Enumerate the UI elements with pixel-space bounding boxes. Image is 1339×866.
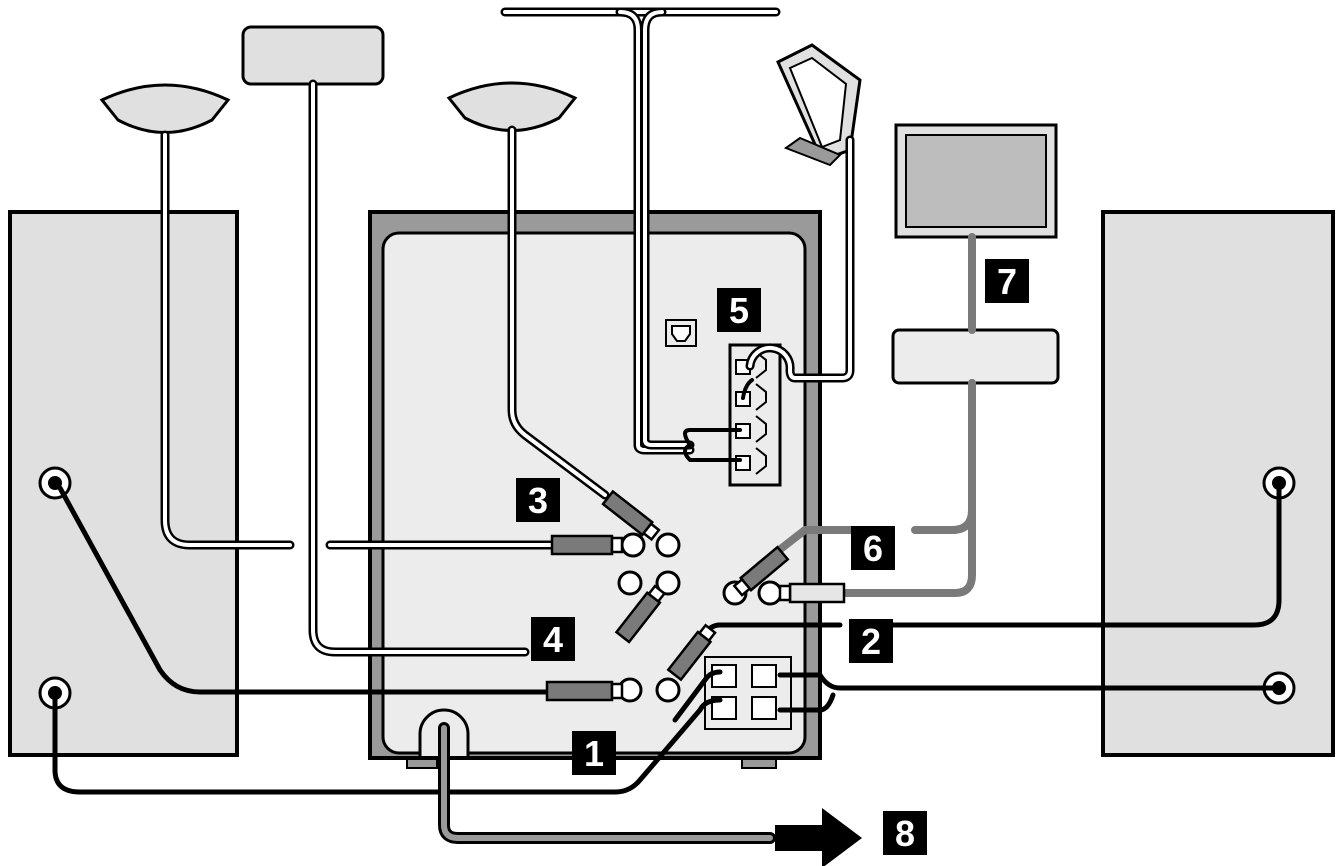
step-badge-8-label: 8 [895, 813, 915, 854]
am-loop-antenna-icon [776, 43, 862, 167]
step-badge-2-label: 2 [861, 621, 881, 662]
step-badge-4: 4 [531, 617, 575, 661]
rca-plug [550, 534, 624, 556]
unit-speaker-terminals [704, 656, 792, 730]
step-badge-1: 1 [572, 731, 616, 775]
step-badge-7: 7 [985, 259, 1029, 303]
step-badge-8: 8 [883, 811, 927, 855]
rca-jack [655, 570, 681, 596]
surround-left-speaker [99, 83, 231, 134]
external-video-device [891, 328, 1060, 385]
step-badge-1-label: 1 [584, 733, 604, 774]
rca-plug [614, 584, 667, 644]
optical-jack-icon [665, 319, 697, 347]
step-badge-7-label: 7 [997, 261, 1017, 302]
step-badge-4-label: 4 [543, 619, 563, 660]
step-badge-6: 6 [851, 526, 895, 570]
rca-jack [757, 580, 783, 606]
left-front-speaker [8, 210, 239, 757]
audio-in-cable [836, 379, 976, 597]
right-front-speaker [1101, 210, 1335, 757]
step-badge-5: 5 [717, 288, 761, 332]
center-speaker [241, 25, 385, 86]
left-speaker-cable-top [57, 485, 558, 695]
right-speaker-cable-bottom [777, 672, 1282, 691]
rca-plug [545, 680, 624, 702]
rca-plug [666, 623, 717, 682]
rca-plug [732, 545, 790, 597]
tv [894, 123, 1058, 239]
step-badge-5-label: 5 [729, 290, 749, 331]
rca-jack [655, 532, 681, 558]
cables [52, 79, 1282, 844]
rca-jack [617, 570, 643, 596]
step-badge-6-label: 6 [863, 528, 883, 569]
rca-plugs [545, 489, 846, 702]
arrow-right-icon [775, 808, 862, 866]
fm-t-antenna-icon [500, 7, 781, 455]
step-badge-3: 3 [516, 478, 560, 522]
rca-plug [778, 582, 846, 604]
step-badge-2: 2 [849, 619, 893, 663]
video-out-cable [911, 379, 976, 534]
left-speaker-terminal-bottom [38, 676, 72, 710]
antenna-terminal-block [728, 343, 782, 487]
left-speaker-cable-bottom [52, 697, 723, 795]
rca-plug [601, 489, 661, 542]
step-badge-3-label: 3 [528, 480, 548, 521]
rca-jack [655, 677, 681, 703]
surround-right-speaker [446, 81, 578, 132]
rca-jack [620, 532, 646, 558]
